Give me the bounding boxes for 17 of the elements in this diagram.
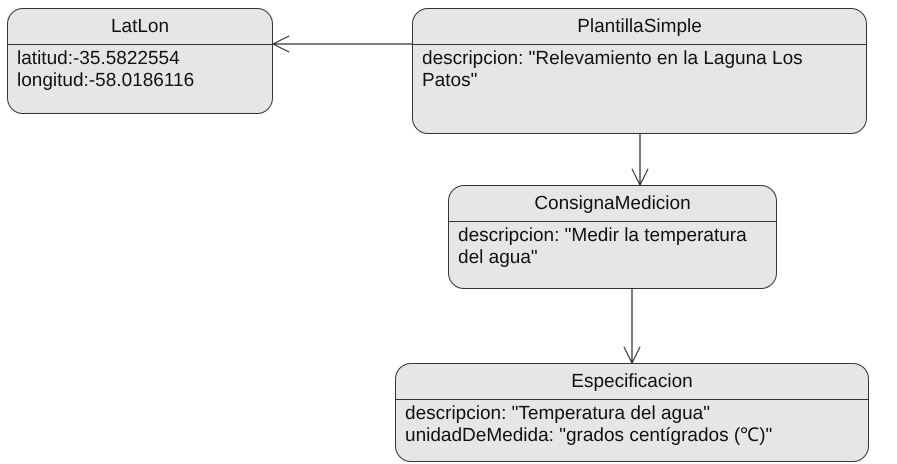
arrow [272,35,412,53]
arrow [631,134,649,186]
object-name: ConsignaMedicion [449,186,776,222]
object-name: LatLon [8,9,272,45]
attribute-text: unidadDeMedida: "grados centígrados (℃)" [405,425,774,447]
attribute-text: latitud:-35.5822554 [17,48,181,70]
attribute-text: descripcion: "Medir la temperatura del agua" [458,225,748,269]
attribute-text: descripcion: "Relevamiento en la Laguna Los Patos" [422,48,804,92]
attribute-text: descripcion: "Temperatura del agua" [405,403,711,425]
object-box [448,185,777,289]
object-name: Especificacion [396,364,868,400]
attribute-text: longitud:-58.0186116 [17,70,196,92]
object-box [395,363,869,462]
object-name: PlantillaSimple [413,9,866,45]
arrow [623,289,641,364]
object-box [412,8,867,134]
object-box [7,8,273,114]
